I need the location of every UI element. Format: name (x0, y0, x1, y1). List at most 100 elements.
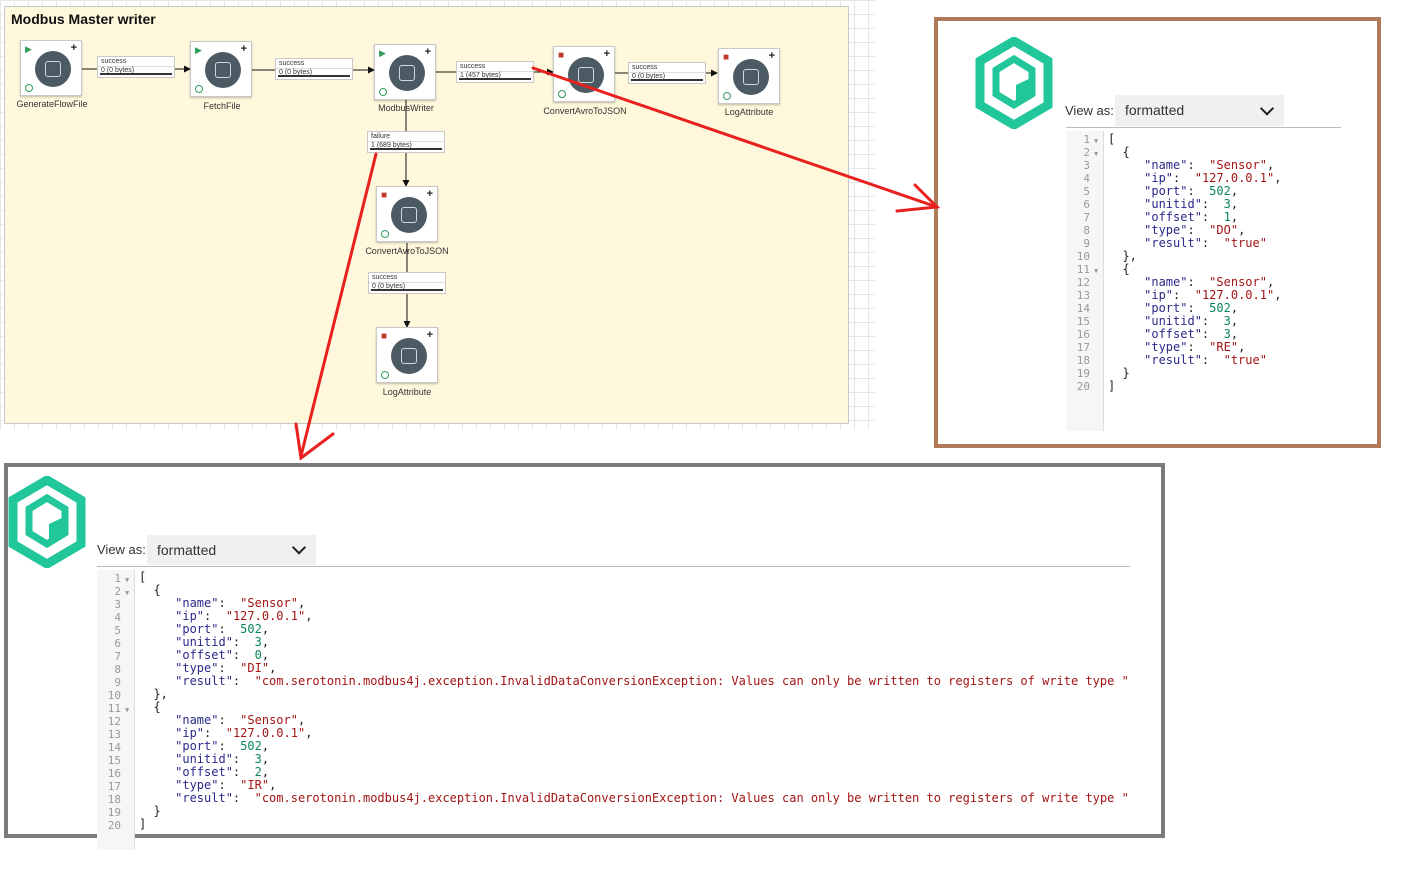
fold-toggle-icon[interactable]: ▼ (1094, 137, 1099, 145)
process-group-title: Modbus Master writer (11, 11, 156, 27)
line-number: 16 (1076, 328, 1090, 341)
processor-logattribute-1[interactable]: ■+ (718, 48, 780, 104)
code-line: "ip": "127.0.0.1", (1144, 288, 1282, 302)
code-line: [ (139, 570, 147, 584)
processor-convertavrotojson-2[interactable]: ■+ (376, 186, 438, 242)
json-code: [ { "name": "Sensor", "ip": "127.0.0.1",… (1108, 133, 1281, 393)
connection-relationship: success (460, 63, 486, 70)
code-line: "type": "DI", (175, 661, 277, 675)
line-number: 5 (114, 624, 121, 637)
processor-icon (389, 55, 425, 91)
line-number: 15 (107, 754, 121, 767)
stop-icon: ■ (381, 190, 388, 201)
fold-toggle-icon[interactable]: ▼ (125, 576, 130, 584)
line-number: 11 (107, 702, 121, 715)
line-number: 12 (107, 715, 121, 728)
processor-label: FetchFile (203, 101, 241, 111)
code-line: "unitid": 3, (1144, 314, 1239, 328)
line-number: 13 (1076, 289, 1090, 302)
code-line: [ (1108, 132, 1116, 146)
line-number: 7 (1083, 211, 1090, 224)
line-number: 6 (114, 637, 121, 650)
plus-icon: + (70, 42, 77, 54)
play-icon: ▶ (379, 48, 386, 58)
code-line: "offset": 3, (1144, 327, 1239, 341)
failure-content-panel (4, 463, 1165, 838)
code-line: "name": "Sensor", (175, 596, 306, 610)
code-line: }, (1122, 249, 1137, 263)
line-number: 17 (107, 780, 121, 793)
code-line: { (153, 583, 161, 597)
line-number: 2 (1083, 146, 1090, 159)
line-number: 15 (1076, 315, 1090, 328)
plus-icon: + (426, 188, 433, 200)
plus-icon: + (768, 50, 775, 62)
plus-icon: + (603, 48, 610, 60)
fold-toggle-icon[interactable]: ▼ (125, 706, 130, 714)
code-line: "ip": "127.0.0.1", (1144, 171, 1282, 185)
plus-icon: + (426, 329, 433, 341)
line-number: 8 (1083, 224, 1090, 237)
processor-icon (35, 51, 71, 87)
connection-queued: 1 (689 bytes) (371, 142, 412, 149)
line-number: 19 (107, 806, 121, 819)
processor-logattribute-2[interactable]: ■+ (376, 327, 438, 383)
nifi-logo-icon (8, 476, 86, 568)
processor-icon (205, 52, 241, 88)
line-number: 20 (107, 819, 121, 832)
line-number: 4 (1083, 172, 1090, 185)
line-gutter (97, 570, 135, 850)
processor-label: ModbusWriter (378, 103, 434, 113)
view-as-value: formatted (1125, 102, 1185, 118)
processor-generateflowfile[interactable]: ▶+ (20, 40, 82, 96)
code-line: "offset": 2, (175, 765, 270, 779)
processor-modbuswriter[interactable]: ▶+ (374, 44, 436, 100)
line-number: 20 (1076, 380, 1090, 393)
code-line: "name": "Sensor", (1144, 275, 1275, 289)
connection-queue[interactable]: success 0 (0 bytes) (275, 58, 353, 80)
line-number: 9 (1083, 237, 1090, 250)
fold-toggle-icon[interactable]: ▼ (1094, 267, 1099, 275)
connection-queue[interactable]: success 1 (457 bytes) (456, 61, 534, 83)
code-line: "ip": "127.0.0.1", (175, 609, 313, 623)
code-line: ] (139, 817, 147, 831)
code-line: "type": "DO", (1144, 223, 1246, 237)
view-as-select[interactable]: formatted (147, 535, 316, 565)
processor-label: LogAttribute (382, 387, 432, 397)
code-line: } (153, 804, 161, 818)
code-line: "port": 502, (1144, 184, 1239, 198)
code-line: }, (153, 687, 168, 701)
connection-queue[interactable]: success 0 (0 bytes) (628, 62, 706, 84)
line-number: 14 (1076, 302, 1090, 315)
line-number: 19 (1076, 367, 1090, 380)
code-line: { (1122, 145, 1130, 159)
line-number: 1 (114, 572, 121, 585)
connection-queued: 0 (0 bytes) (632, 73, 666, 80)
fold-toggle-icon[interactable]: ▼ (1094, 150, 1099, 158)
valid-icon (379, 88, 387, 96)
code-line: ] (1108, 379, 1116, 393)
json-code: [ { "name": "Sensor", "ip": "127.0.0.1",… (139, 571, 1129, 831)
processor-icon (391, 197, 427, 233)
code-line: "ip": "127.0.0.1", (175, 726, 313, 740)
connection-queue[interactable]: success 0 (0 bytes) (368, 272, 446, 294)
connection-relationship: failure (371, 133, 391, 140)
line-number: 12 (1076, 276, 1090, 289)
connection-queued: 0 (0 bytes) (279, 69, 313, 76)
view-as-select[interactable]: formatted (1115, 95, 1284, 126)
code-line: "port": 502, (175, 739, 270, 753)
line-number: 7 (114, 650, 121, 663)
fold-toggle-icon[interactable]: ▼ (125, 589, 130, 597)
connection-queue[interactable]: failure 1 (689 bytes) (367, 131, 445, 153)
code-line: "unitid": 3, (175, 635, 270, 649)
plus-icon: + (240, 43, 247, 55)
code-line: "result": "com.serotonin.modbus4j.except… (175, 674, 1129, 688)
code-line: "name": "Sensor", (175, 713, 306, 727)
connection-queue[interactable]: success 0 (0 bytes) (97, 56, 175, 78)
code-line: "offset": 0, (175, 648, 270, 662)
line-number: 11 (1076, 263, 1090, 276)
divider (97, 566, 1130, 567)
processor-fetchfile[interactable]: ▶+ (190, 41, 252, 97)
